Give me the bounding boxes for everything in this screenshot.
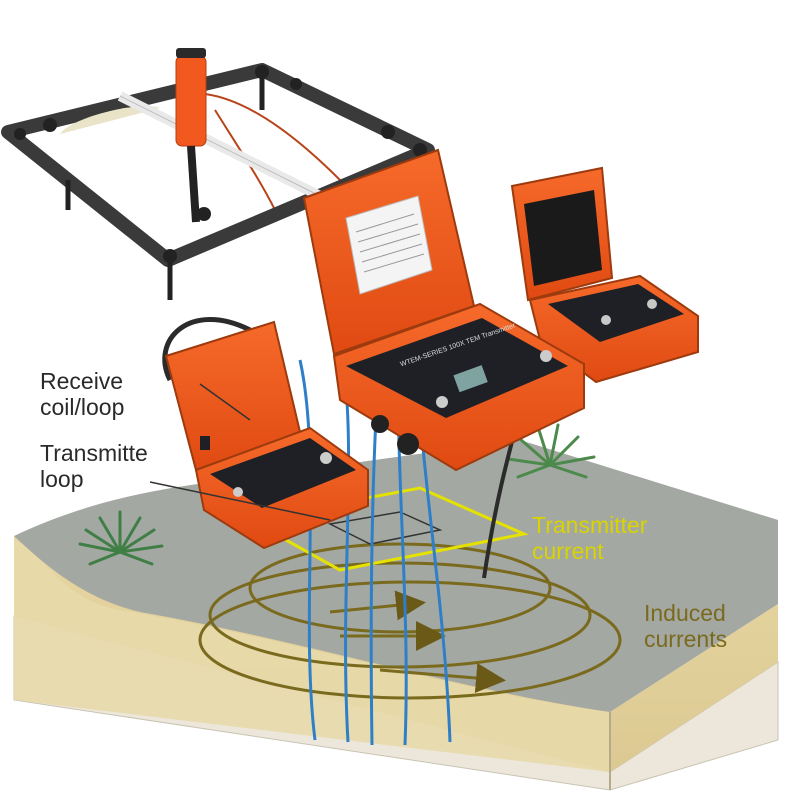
field-line [298, 359, 317, 741]
connector-port [371, 415, 389, 433]
plant-icon [506, 423, 596, 479]
receiver-loop-square [327, 511, 443, 545]
receiver-pointer [199, 383, 251, 421]
induced-current-ring [208, 561, 592, 669]
transmitter-label-line2: loop [40, 466, 84, 492]
transmitter-panel [346, 318, 568, 418]
panel-knob [540, 350, 552, 362]
panel-knob [436, 396, 448, 408]
soil-front [14, 540, 610, 772]
receiver-coil-label: Receive coil/loop [40, 368, 124, 420]
frame-icon [1, 48, 435, 300]
transmitter-label-line1: Transmitte [40, 440, 148, 466]
connector-port [397, 433, 419, 455]
console-panel [548, 284, 684, 342]
plant-icon [78, 510, 164, 566]
receiver-label-line2: coil/loop [40, 394, 125, 420]
transmitter-loop-label: Transmitte loop [40, 440, 148, 492]
transmitter-display [453, 365, 488, 393]
frame-rail-outline [119, 95, 321, 197]
induced-currents-label: Induced currents [644, 600, 727, 652]
tx-current-line1: Transmitter [532, 512, 648, 538]
induced-line1: Induced [644, 600, 726, 626]
receiver-cable [162, 317, 252, 382]
induced-current-ring [198, 580, 622, 700]
tx-current-line2: current [532, 538, 604, 564]
transmitter-pointer [149, 481, 331, 521]
induced-currents [198, 542, 622, 700]
tx-wire [204, 93, 341, 181]
transmitter-case-icon: WTEM-SERIES 100X TEM Transmitter [302, 148, 585, 472]
coil-mast-cap [176, 48, 206, 58]
field-line [343, 377, 351, 743]
induced-current-ring [248, 542, 552, 634]
console-case-icon [510, 166, 699, 384]
receiver-panel [210, 438, 356, 508]
instruction-sheet [345, 195, 433, 295]
frame-inner-plate [60, 106, 160, 134]
induced-line2: currents [644, 626, 728, 652]
transmitter-current-label: Transmitter current [532, 512, 647, 564]
current-arrow-icon [379, 663, 506, 693]
console-screen [524, 190, 602, 286]
coil-mast [175, 55, 207, 147]
field-lines [298, 359, 452, 746]
receiver-case-icon [164, 320, 369, 550]
receiver-label-line1: Receive [40, 368, 124, 394]
